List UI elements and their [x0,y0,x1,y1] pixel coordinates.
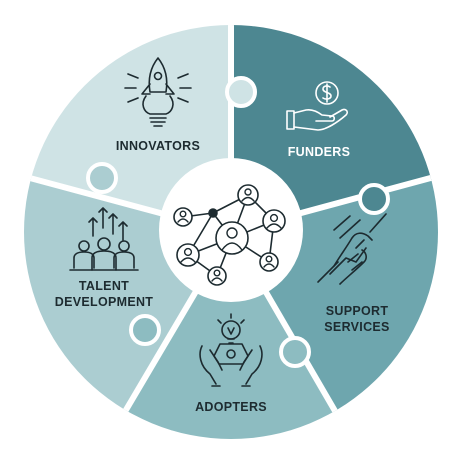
handshake-icon [317,213,387,285]
puzzle-tab-support-adopters [279,336,311,368]
puzzle-tab-funders-support [358,183,390,215]
adopters-label: ADOPTERS [195,400,267,414]
puzzle-tab-talent-innovators [86,162,118,194]
talent-development-label-line1: TALENT [79,279,129,293]
hand-money-icon [286,81,349,131]
puzzle-tab-adopters-talent [129,314,161,346]
support-services-label-line2: SERVICES [324,320,389,334]
talent-development-label-line2: DEVELOPMENT [55,295,154,309]
puzzle-tab-innovators-funders [225,76,257,108]
innovators-label: INNOVATORS [116,139,200,153]
funders-label: FUNDERS [288,145,351,159]
rocket-lightbulb-icon [124,57,192,127]
support-services-label-line1: SUPPORT [326,304,389,318]
people-growth-icon [69,207,139,271]
network-people-icon [173,184,286,286]
hands-gear-lightbulb-icon [199,313,263,387]
